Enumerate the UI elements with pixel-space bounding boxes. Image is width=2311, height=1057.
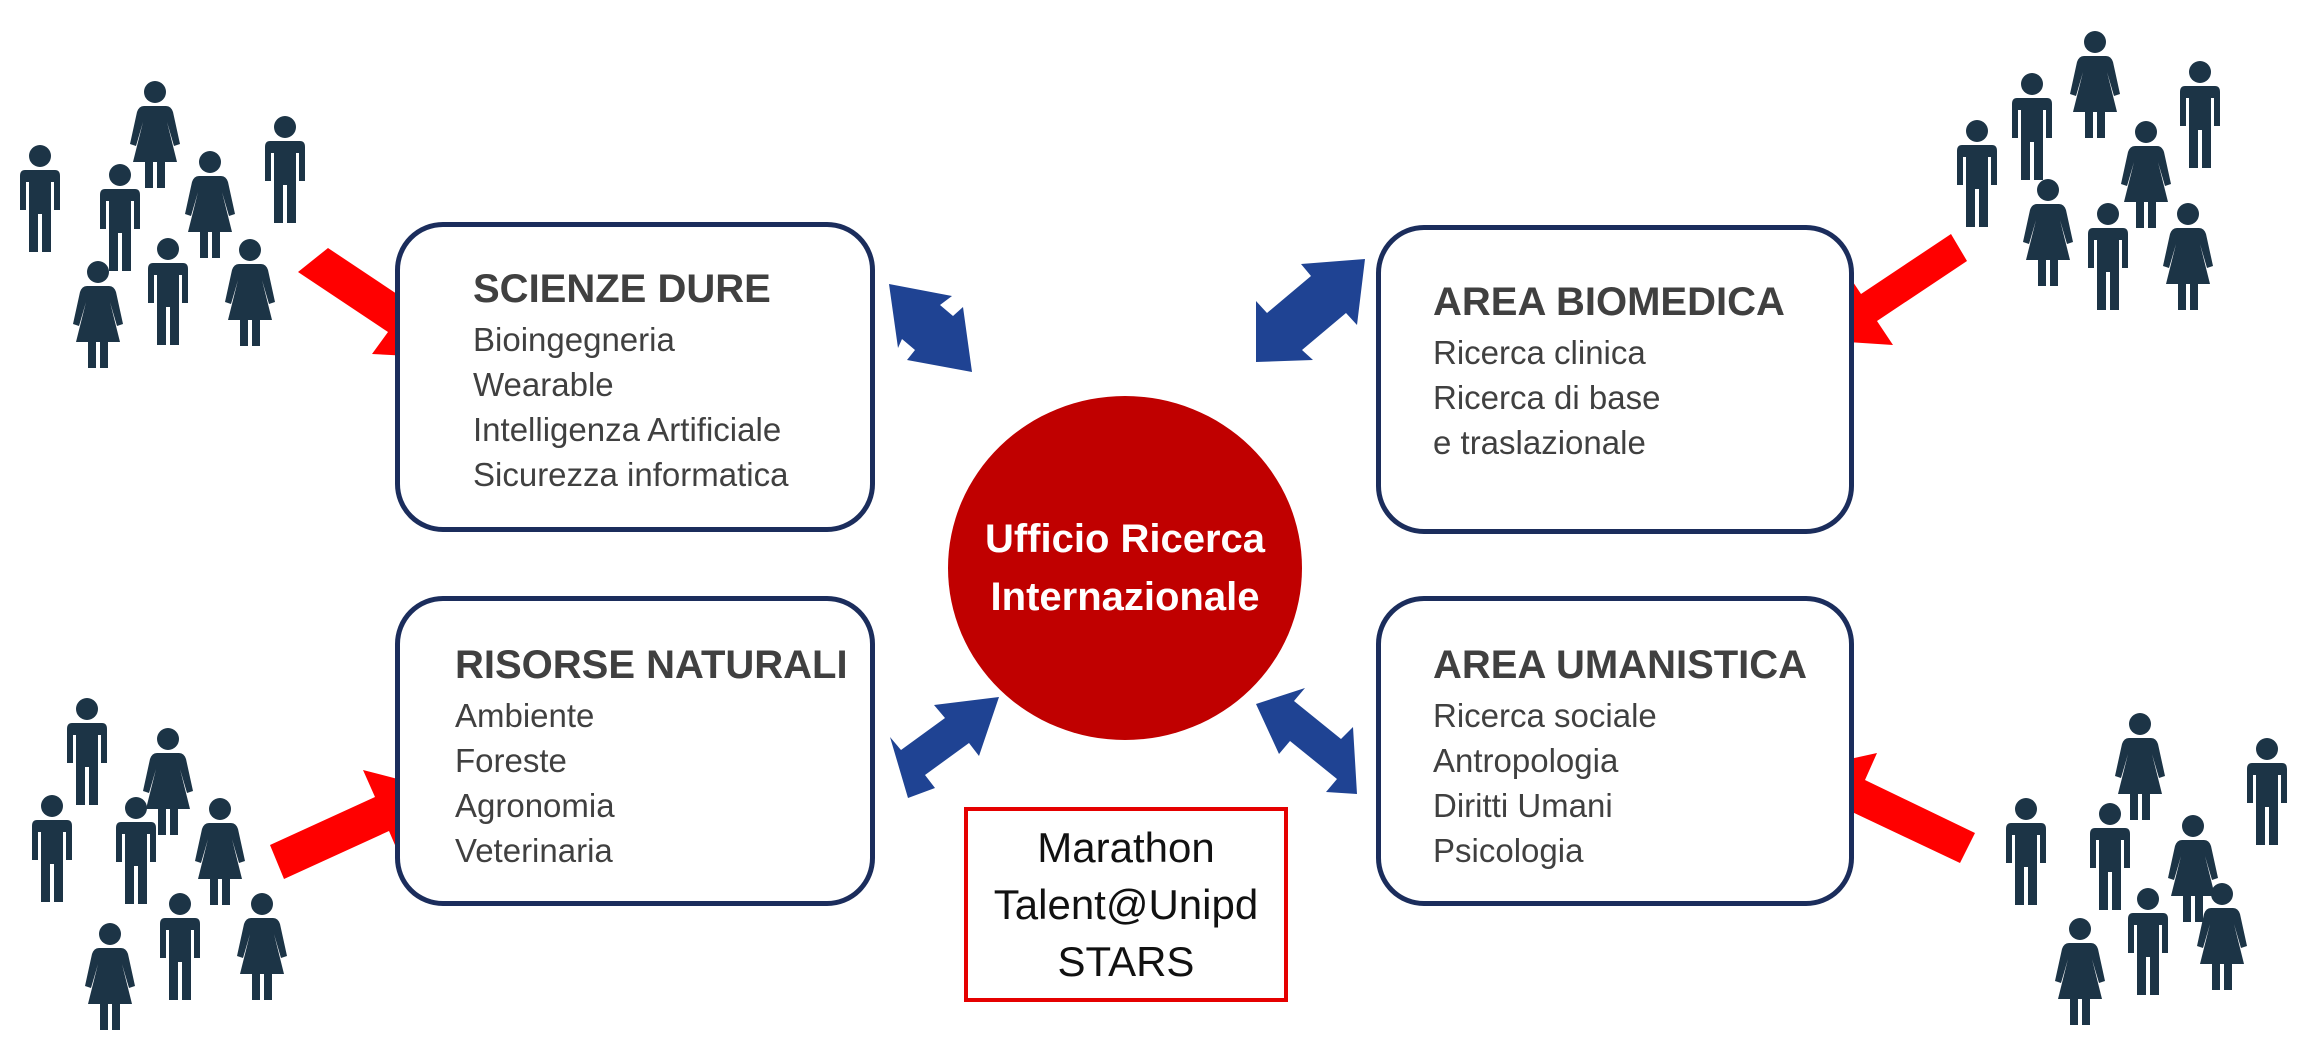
double-arrow-icon (1256, 259, 1365, 362)
area-item: Bioingegneria (473, 321, 675, 358)
area-title: AREA UMANISTICA (1433, 643, 1808, 687)
area-item: Veterinaria (455, 832, 613, 869)
double-arrow-icon (889, 284, 972, 372)
area-box-scienze-dure: SCIENZE DURE Bioingegneria Wearable Inte… (395, 222, 875, 532)
area-item: Intelligenza Artificiale (473, 411, 782, 448)
area-item: Ricerca sociale (1433, 697, 1657, 734)
area-box-risorse-naturali: RISORSE NATURALI Ambiente Foreste Agrono… (395, 596, 875, 906)
area-title: RISORSE NATURALI (455, 643, 848, 687)
people-group-top-right (1957, 31, 2220, 310)
area-title: SCIENZE DURE (473, 267, 771, 311)
area-item: Psicologia (1433, 832, 1584, 869)
hub-label-line2: Internazionale (990, 575, 1260, 619)
area-item: Wearable (473, 366, 614, 403)
area-item: Agronomia (455, 787, 615, 824)
area-item: Sicurezza informatica (473, 456, 789, 493)
people-group-bottom-right (2006, 713, 2287, 1025)
area-item: e traslazionale (1433, 424, 1646, 461)
area-item: Foreste (455, 742, 567, 779)
hub-label-line1: Ufficio Ricerca (984, 517, 1266, 561)
area-item: Ambiente (455, 697, 595, 734)
area-box-area-umanistica: AREA UMANISTICA Ricerca sociale Antropol… (1376, 596, 1854, 906)
area-box-area-biomedica: AREA BIOMEDICA Ricerca clinica Ricerca d… (1376, 225, 1854, 534)
area-item: Antropologia (1433, 742, 1619, 779)
area-item: Ricerca di base (1433, 379, 1661, 416)
hub-circle: Ufficio Ricerca Internazionale (948, 396, 1302, 740)
area-item: Diritti Umani (1433, 787, 1613, 824)
program-label: Talent@Unipd (993, 881, 1259, 928)
double-arrow-icon (1256, 688, 1357, 794)
red-arrow-icon (1817, 234, 1967, 345)
program-label: Marathon (1037, 824, 1215, 871)
area-item: Ricerca clinica (1433, 334, 1646, 371)
people-group-bottom-left (32, 698, 287, 1030)
program-label: STARS (1057, 938, 1195, 985)
people-group-top-left (20, 81, 305, 368)
programs-box: Marathon Talent@Unipd STARS (964, 807, 1288, 1002)
double-arrow-icon (890, 697, 999, 798)
area-title: AREA BIOMEDICA (1433, 280, 1785, 324)
